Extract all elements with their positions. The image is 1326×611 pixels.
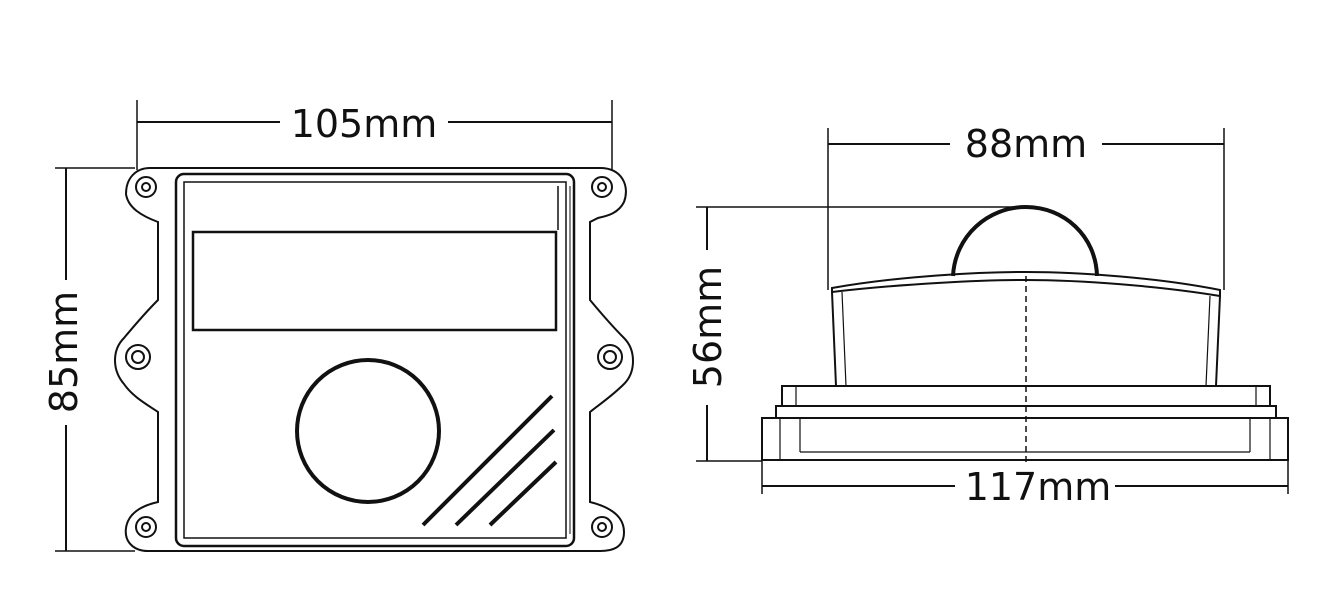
side-height-dimension: 56mm — [686, 206, 1026, 462]
side-base-width-label: 117mm — [965, 465, 1112, 509]
side-view: 88mm 56mm 117mm — [686, 122, 1289, 509]
sensor-dome — [951, 204, 1099, 277]
front-height-dimension: 85mm — [42, 167, 135, 552]
mounting-hole-top-left — [135, 176, 157, 198]
mounting-hole-mid-left — [125, 344, 151, 370]
display-window — [191, 230, 558, 332]
top-cover — [831, 270, 1221, 298]
sensor-window — [295, 358, 441, 504]
side-top-width-label: 88mm — [965, 122, 1087, 166]
housing-outline — [114, 167, 634, 552]
housing-inner-frame — [174, 172, 576, 548]
side-height-label: 56mm — [686, 266, 730, 388]
front-view: 105mm 85mm — [42, 100, 634, 552]
side-top-width-dimension: 88mm — [827, 122, 1225, 290]
front-width-label: 105mm — [291, 102, 438, 146]
housing-face-frame — [183, 181, 567, 539]
side-base-width-dimension: 117mm — [761, 460, 1289, 509]
mounting-hole-mid-right — [597, 344, 623, 370]
mounting-hole-bottom-left — [135, 516, 157, 538]
front-height-label: 85mm — [42, 291, 86, 413]
mounting-hole-bottom-right — [591, 516, 613, 538]
vent-slots — [421, 394, 558, 527]
front-width-dimension: 105mm — [136, 100, 613, 170]
mounting-hole-top-right — [591, 176, 613, 198]
base-steps — [761, 385, 1289, 461]
